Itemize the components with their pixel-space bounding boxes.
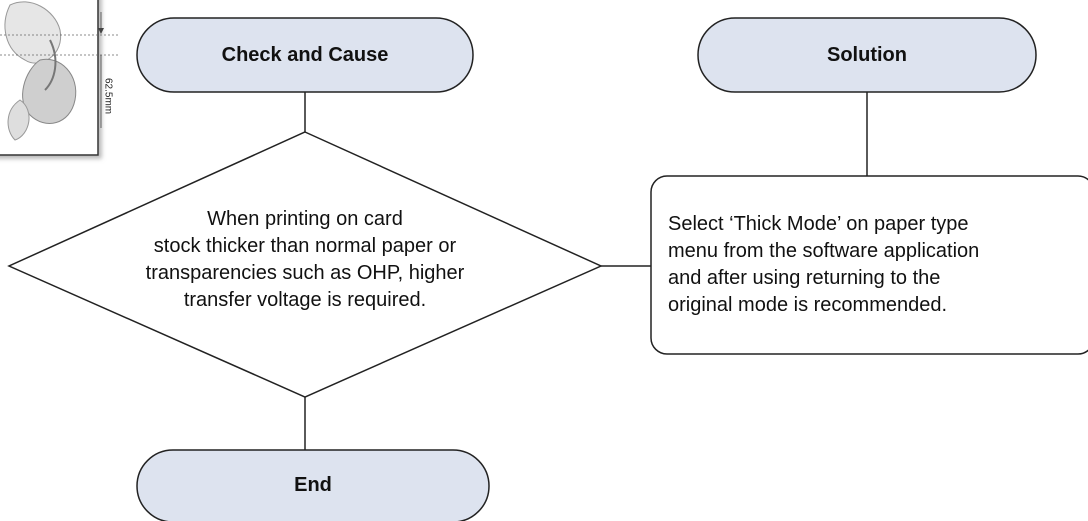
solution-action-text: Select ‘Thick Mode’ on paper type menu f… — [668, 213, 980, 316]
solution-label: Solution — [827, 43, 907, 66]
decision-diamond — [7, 131, 603, 398]
check-and-cause-label: Check and Cause — [221, 43, 389, 66]
solution-terminal — [697, 17, 1037, 93]
end-terminal — [136, 449, 490, 521]
measurement-label: 62.5mm — [102, 77, 114, 115]
solution-action-box — [650, 175, 1088, 355]
end-label: End — [294, 474, 332, 496]
sample-printout-image — [0, 0, 120, 156]
check-and-cause-terminal — [136, 17, 474, 93]
decision-text: When printing on card stock thicker than… — [145, 208, 465, 311]
